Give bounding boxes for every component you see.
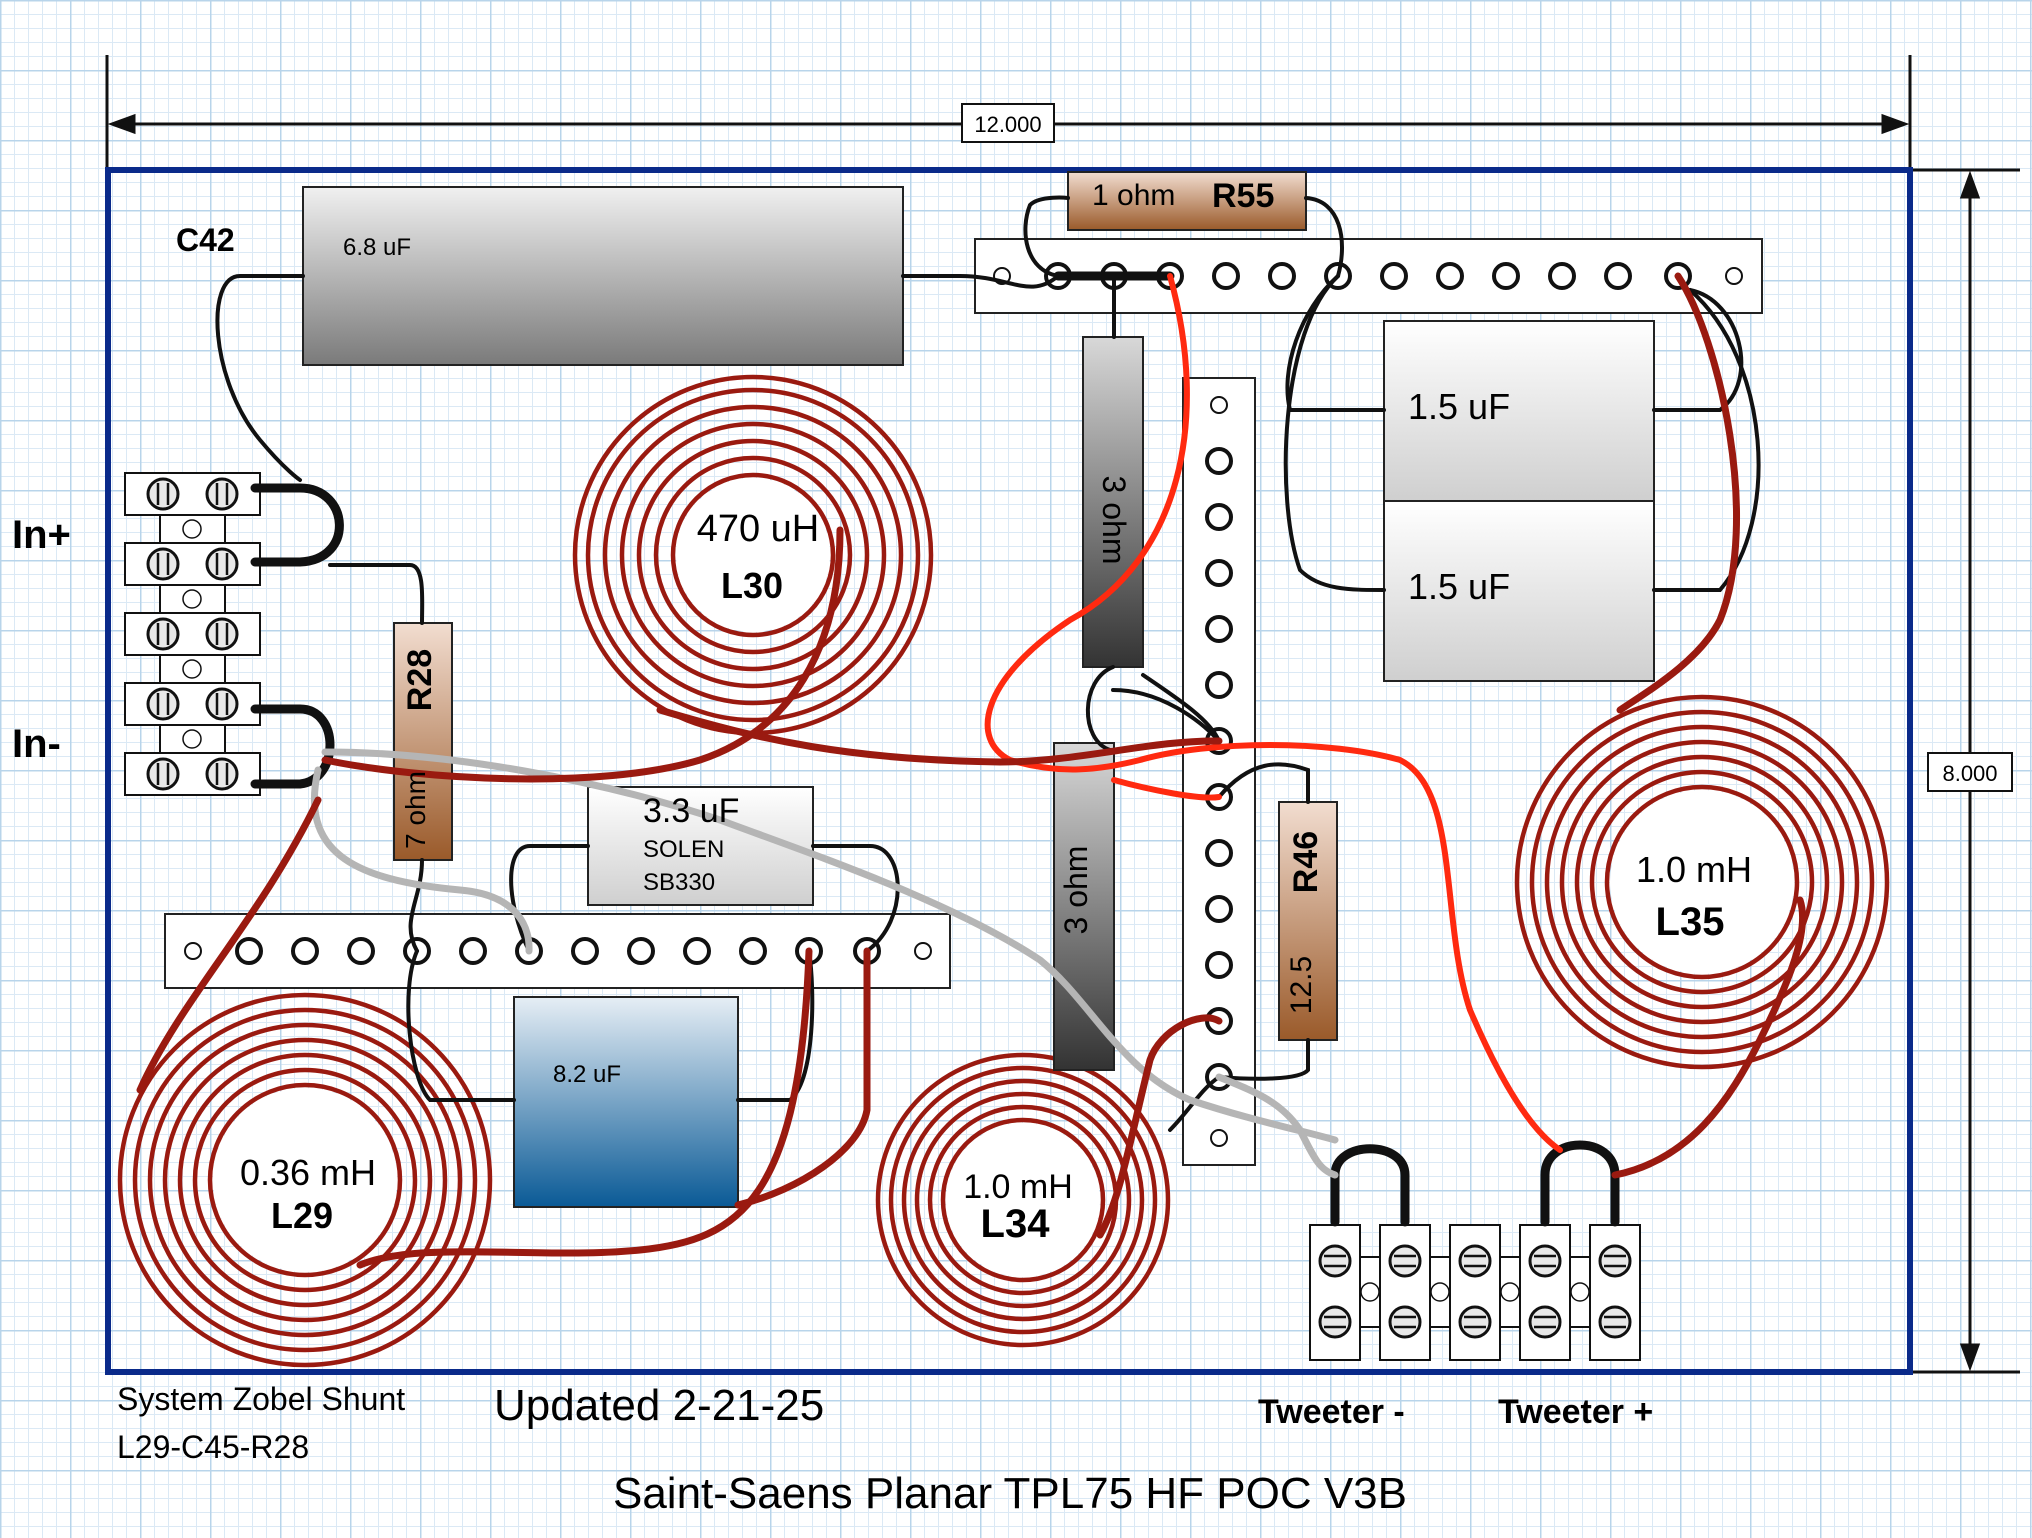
- label-solen-line3: SB330: [643, 869, 715, 896]
- label-r55-ref: R55: [1212, 177, 1274, 215]
- capacitor-c42: [302, 186, 904, 366]
- wires-coil-leads: [136, 272, 1807, 1269]
- wires-red: [984, 273, 1563, 1153]
- label-l29-ref: L29: [271, 1195, 333, 1236]
- coil-l29: [117, 992, 493, 1368]
- label-resistor-3ohm-top: 3 ohm: [1096, 476, 1132, 565]
- label-r28-ref: R28: [401, 649, 439, 711]
- label-l29-value: 0.36 mH: [240, 1152, 376, 1193]
- width-dimension-box: [961, 103, 1055, 143]
- label-tweeter-plus: Tweeter +: [1498, 1393, 1653, 1431]
- resistor-3ohm-top: [1082, 336, 1144, 668]
- label-c42-ref: C42: [176, 222, 235, 258]
- label-l30-value: 470 uH: [697, 508, 820, 550]
- terminal-strip-bottom: [164, 913, 951, 989]
- wires-grey: [310, 748, 1339, 1179]
- note-zobel-line1: System Zobel Shunt: [117, 1381, 405, 1417]
- label-r55-value: 1 ohm: [1092, 179, 1175, 212]
- note-zobel-line2: L29-C45-R28: [117, 1429, 309, 1465]
- height-dimension-value: 8.000: [1942, 761, 1997, 786]
- capacitor-8-2uF: [513, 996, 739, 1208]
- capacitor-1-5uF-a: [1383, 320, 1655, 502]
- label-in-minus: In-: [12, 722, 61, 766]
- terminal-strip-vertical: [1182, 377, 1256, 1166]
- label-in-plus: In+: [12, 513, 71, 557]
- label-r28-value: 7 ohm: [400, 771, 431, 849]
- label-cap-a-value: 1.5 uF: [1408, 386, 1510, 427]
- label-r46-ref: R46: [1287, 831, 1325, 893]
- coil-l35: [1514, 694, 1890, 1070]
- resistor-r28: [393, 622, 453, 861]
- capacitor-1-5uF-b: [1383, 500, 1655, 682]
- input-terminal-block: [124, 472, 261, 796]
- label-c42-value: 6.8 uF: [343, 234, 411, 261]
- coil-l30: [572, 374, 934, 736]
- wires-black-thick: [250, 271, 1620, 1227]
- note-updated: Updated 2-21-25: [494, 1381, 824, 1430]
- label-cap-b-value: 1.5 uF: [1408, 566, 1510, 607]
- label-l34-value: 1.0 mH: [963, 1168, 1073, 1206]
- label-tweeter-minus: Tweeter -: [1258, 1393, 1405, 1431]
- output-terminal-block: [1309, 1224, 1641, 1361]
- resistor-3ohm-mid: [1053, 742, 1115, 1071]
- label-r46-value: 12.5: [1285, 956, 1318, 1014]
- capacitor-solen: [587, 786, 814, 906]
- width-dimension-value: 12.000: [974, 112, 1041, 137]
- board-outline: [105, 167, 1913, 1375]
- resistor-r55: [1067, 171, 1307, 231]
- label-solen-value: 3.3 uF: [643, 792, 739, 830]
- label-cap-8-2uF: 8.2 uF: [553, 1061, 621, 1088]
- label-resistor-3ohm-mid: 3 ohm: [1058, 846, 1094, 935]
- label-l34-ref: L34: [981, 1202, 1051, 1246]
- height-dimension-box: [1927, 752, 2013, 792]
- label-solen-line2: SOLEN: [643, 836, 724, 863]
- diagram-title: Saint-Saens Planar TPL75 HF POC V3B: [613, 1469, 1407, 1518]
- label-l35-value: 1.0 mH: [1636, 849, 1752, 890]
- label-l30-ref: L30: [721, 565, 783, 606]
- label-l35-ref: L35: [1656, 900, 1725, 944]
